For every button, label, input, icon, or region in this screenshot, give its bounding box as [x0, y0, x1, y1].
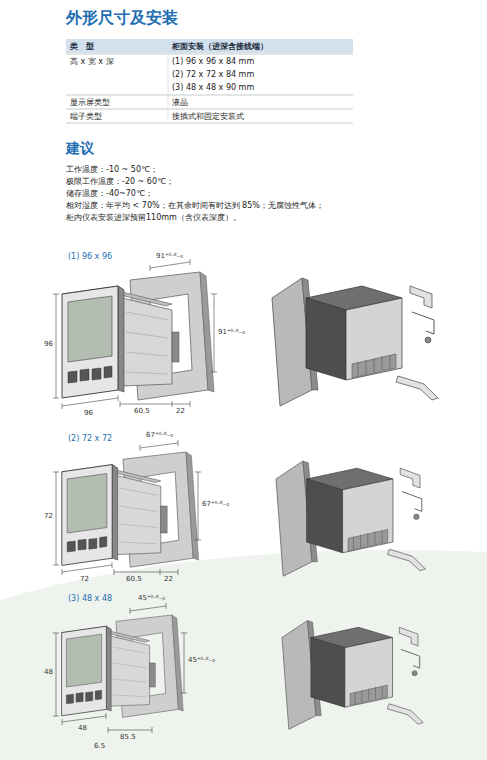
table-header-band	[66, 39, 353, 53]
dimension-label: 22	[164, 575, 173, 583]
dimension-label: 91⁺⁰·⁸₋₀	[156, 252, 183, 260]
note-text: 工作温度：-10 ~ 50℃；	[66, 165, 158, 175]
meter-install-view	[282, 621, 423, 730]
table-cell: 高 x 宽 x 深	[70, 57, 114, 67]
dimension-label: 48	[78, 724, 87, 732]
note-text: 柜内仪表安装进深预留110mm（含仪表深度）。	[66, 213, 241, 223]
table-cell: (2) 72 x 72 x 84 mm	[172, 70, 254, 80]
table-cell: (3) 48 x 48 x 90 mm	[172, 83, 254, 93]
figure-caption: (3) 48 x 48	[68, 594, 112, 604]
meter-front-view	[62, 452, 199, 567]
table-cell: 端子类型	[70, 112, 102, 122]
dimension-label: 91⁺⁰·⁸₋₀	[218, 328, 245, 336]
table-cell: 显示屏类型	[70, 98, 110, 108]
note-text: 相对湿度：年平均 < 70%；在其余时间有时达到 85%；无腐蚀性气体；	[66, 201, 324, 211]
figure-caption: (1) 96 x 96	[68, 252, 112, 262]
dimension-label: 96	[44, 340, 53, 348]
note-text: 储存温度：-40~70℃；	[66, 189, 153, 199]
dimension-label: 22	[176, 407, 185, 415]
figure-caption: (2) 72 x 72	[68, 434, 112, 444]
table-cell: 液晶	[172, 98, 188, 108]
meter-front-view	[62, 615, 184, 717]
table-header: 柜面安装（进深含接线端）	[172, 42, 268, 52]
dimension-label: 67⁺⁰·⁸₋₀	[202, 500, 229, 508]
meter-install-view	[276, 461, 425, 576]
note-text: 极限工作温度：-20 ~ 60℃；	[66, 177, 174, 187]
meter-front-view	[62, 272, 214, 400]
background-swoosh	[0, 550, 487, 760]
table-rules	[66, 54, 353, 123]
dimension-label: 72	[44, 512, 53, 520]
table-cell: 接插式和固定安装式	[172, 112, 244, 122]
dimension-lines	[53, 259, 217, 733]
page-title: 外形尺寸及安装	[66, 8, 178, 27]
section-heading: 建议	[66, 140, 94, 157]
dimension-label: 96	[84, 409, 93, 417]
dimension-label: 45⁺⁰·⁸₋₀	[138, 594, 165, 602]
dimension-label: 67⁺⁰·⁸₋₀	[146, 431, 173, 439]
table-cell: (1) 96 x 96 x 84 mm	[172, 57, 254, 67]
dimension-label: 45⁺⁰·⁸₋₀	[188, 656, 215, 664]
meter-install-view	[272, 278, 438, 406]
dimension-label: 72	[80, 575, 89, 583]
dimension-label: 85.5	[120, 733, 136, 741]
table-header: 类 型	[70, 42, 94, 52]
dimension-label: 48	[44, 668, 53, 676]
dimension-label: 60.5	[126, 575, 142, 583]
dimension-label: 6.5	[94, 742, 105, 750]
dimension-label: 60.5	[134, 407, 150, 415]
